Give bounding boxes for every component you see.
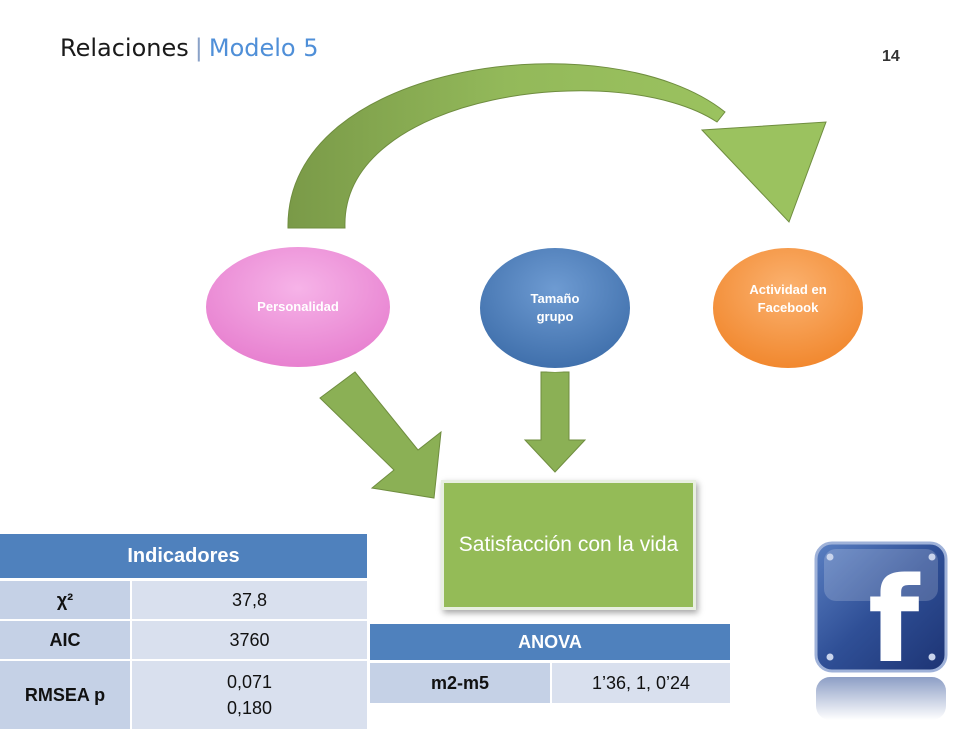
indicator-value: 37,8 [131, 578, 367, 620]
indicators-table: Indicadores χ² 37,8 AIC 3760 RMSEA p 0,0… [0, 534, 367, 729]
indicators-header: Indicadores [0, 534, 367, 581]
arrow-tamano-to-satisfaccion [523, 371, 587, 473]
indicator-value: 3760 [131, 619, 367, 660]
table-row: χ² 37,8 [0, 578, 367, 620]
facebook-logo-letter: f [868, 551, 921, 689]
result-box-satisfaccion: Satisfacción con la vida [441, 480, 696, 610]
anova-key: m2-m5 [370, 661, 552, 703]
slide-number: 14 [882, 48, 900, 65]
indicators-header-row: Indicadores [0, 534, 367, 581]
title-separator: | [194, 34, 203, 62]
result-box-label: Satisfacción con la vida [458, 533, 679, 556]
indicator-key: χ² [0, 578, 132, 620]
indicator-key: AIC [0, 619, 132, 660]
curved-arrow-personalidad-to-actividad [287, 63, 726, 229]
curved-arrow-head [700, 121, 827, 223]
anova-header-row: ANOVA [370, 624, 730, 663]
node-tamano-grupo [476, 244, 634, 372]
table-row: RMSEA p 0,071 0,180 [0, 659, 367, 729]
facebook-logo-icon: f [814, 541, 948, 720]
anova-table: ANOVA m2-m5 1’36, 1, 0’24 [370, 624, 730, 703]
table-row: AIC 3760 [0, 619, 367, 660]
node-actividad-facebook [709, 244, 867, 372]
slide-title: Relaciones|Modelo 5 [60, 34, 319, 62]
node-personalidad [202, 243, 394, 371]
arrow-personalidad-to-satisfaccion [319, 371, 442, 499]
indicator-key: RMSEA p [0, 659, 132, 729]
title-subtitle: Modelo 5 [208, 34, 319, 62]
node-tamano-grupo-label: Tamaño grupo [530, 291, 580, 324]
indicator-value: 0,071 0,180 [131, 659, 367, 729]
node-actividad-facebook-label: Actividad en Facebook [749, 282, 827, 315]
anova-header: ANOVA [370, 624, 730, 663]
title-text: Relaciones [60, 34, 189, 62]
node-personalidad-label: Personalidad [257, 299, 339, 314]
table-row: m2-m5 1’36, 1, 0’24 [370, 661, 730, 703]
anova-value: 1’36, 1, 0’24 [551, 661, 730, 703]
